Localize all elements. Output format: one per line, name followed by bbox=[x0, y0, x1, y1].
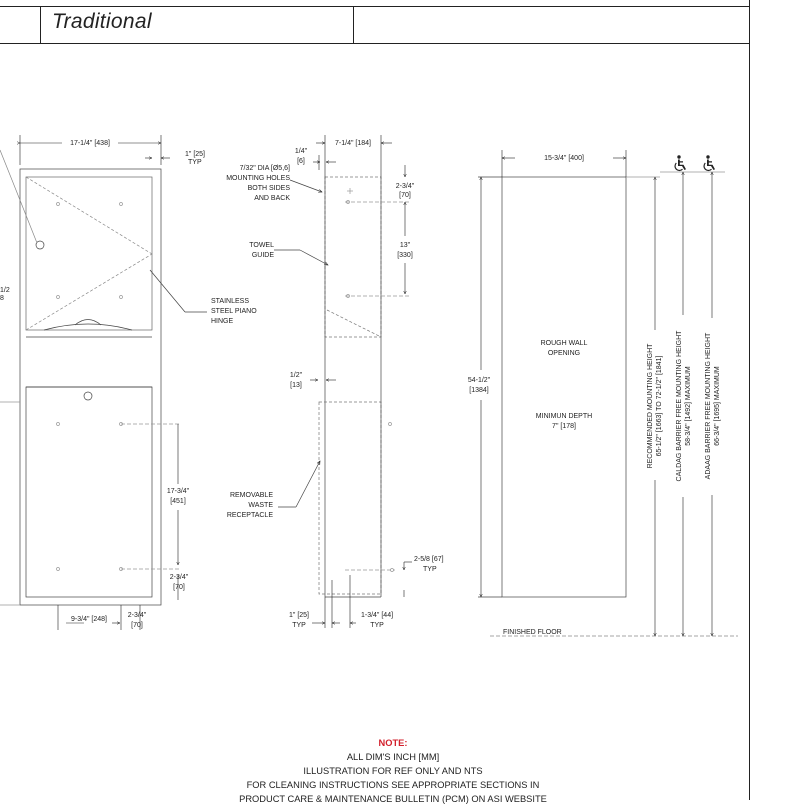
note-heading: NOTE: bbox=[378, 738, 408, 748]
lock-icon bbox=[35, 240, 45, 250]
title-block bbox=[0, 6, 750, 44]
note-line: PRODUCT CARE & MAINTENANCE BULLETIN (PCM… bbox=[239, 794, 547, 804]
drawing-title: Traditional bbox=[52, 10, 152, 33]
hinge-label-2: STEEL PIANO bbox=[211, 308, 257, 315]
waste-door-panel bbox=[25, 386, 153, 598]
wall-height-dim-mm: [1384] bbox=[469, 387, 489, 394]
side-bottom-dim-typ: TYP bbox=[423, 566, 437, 573]
side-foot-spacing-dim-typ: TYP bbox=[370, 622, 384, 629]
wall-opening-view bbox=[478, 171, 738, 637]
front-width-dim: 17-1/4" [438] bbox=[70, 140, 110, 147]
side-waste-receptacle bbox=[318, 401, 382, 595]
towel-door-panel bbox=[25, 176, 153, 331]
side-bottom-dim: 2-5/8 [67] bbox=[414, 556, 444, 563]
adaag-height-label-1: ADAAG BARRIER FREE MOUNTING HEIGHT bbox=[705, 332, 712, 479]
towel-guide-label-2: GUIDE bbox=[252, 252, 275, 259]
side-half-dim: 1/2" bbox=[290, 372, 303, 379]
recommended-height-label-2: 65-1/2" [1663] TO 72-1/2" [1841] bbox=[656, 356, 663, 457]
side-top-dim-mm: [70] bbox=[399, 192, 411, 199]
sheet-right-border bbox=[749, 0, 750, 800]
note-line: ILLUSTRATION FOR REF ONLY AND NTS bbox=[303, 766, 483, 776]
note-line: ALL DIM'S INCH [MM] bbox=[346, 752, 440, 762]
front-view bbox=[0, 149, 207, 606]
towel-diagonal-2 bbox=[25, 253, 153, 331]
wheelchair-icon bbox=[703, 155, 715, 172]
wheelchair-icon bbox=[674, 155, 686, 172]
front-hole-spacing-dim: 9-3/4" [248] bbox=[71, 616, 107, 623]
front-typ-dim: 1" [25] bbox=[185, 151, 205, 158]
holes-label-2: MOUNTING HOLES bbox=[226, 175, 290, 182]
front-partial-dim-2: 8 bbox=[0, 295, 4, 302]
caldag-height-label-2: 58-3/4" [1492] MAXIMUM bbox=[685, 366, 692, 446]
side-foot-dim: 1" [25] bbox=[289, 612, 309, 619]
holes-label-3: BOTH SIDES bbox=[248, 185, 291, 192]
waste-label-3: RECEPTACLE bbox=[227, 512, 273, 519]
title-block-divider-2 bbox=[353, 6, 354, 43]
wall-height-dim: 54-1/2" bbox=[468, 377, 491, 384]
front-mounting-holes bbox=[56, 202, 123, 571]
rough-opening-label-1: ROUGH WALL bbox=[541, 340, 588, 347]
wall-width-dim: 15-3/4" [400] bbox=[544, 155, 584, 162]
side-foot-spacing-dim: 1-3/4" [44] bbox=[361, 612, 393, 619]
waste-label-1: REMOVABLE bbox=[230, 492, 273, 499]
towel-diagonal-1 bbox=[25, 176, 153, 255]
front-hole-edge-dim: 2-3/4" bbox=[128, 612, 147, 619]
front-typ-dim-suffix: TYP bbox=[188, 159, 202, 166]
title-block-divider-1 bbox=[40, 6, 41, 43]
drawing-notes: NOTE: ALL DIM'S INCH [MM] ILLUSTRATION F… bbox=[0, 736, 786, 806]
rough-opening-label-2: OPENING bbox=[548, 350, 580, 357]
side-depth-dim: 7-1/4" [184] bbox=[335, 140, 371, 147]
front-outer-frame bbox=[19, 168, 162, 606]
waste-label-2: WASTE bbox=[248, 502, 273, 509]
min-depth-label-2: 7" [178] bbox=[552, 423, 576, 430]
side-quarter-dim-mm: [6] bbox=[297, 158, 305, 165]
side-view bbox=[274, 176, 410, 598]
towel-slot-lip bbox=[74, 319, 102, 326]
hinge-label-3: HINGE bbox=[211, 318, 234, 325]
side-view-labels: 7-1/4" [184] 1/4" [6] 7/32" DIA [Ø5,6] M… bbox=[226, 140, 443, 629]
front-bottom-dim-mm: [70] bbox=[173, 584, 185, 591]
lock-icon bbox=[83, 391, 93, 401]
min-depth-label-1: MINIMUN DEPTH bbox=[536, 413, 592, 420]
side-mounting-holes bbox=[345, 200, 410, 572]
side-top-dim: 2-3/4" bbox=[396, 183, 415, 190]
side-quarter-dim: 1/4" bbox=[295, 148, 308, 155]
finished-floor-label: FINISHED FLOOR bbox=[503, 629, 562, 636]
holes-label-1: 7/32" DIA [Ø5,6] bbox=[240, 165, 290, 172]
caldag-height-label-1: CALDAG BARRIER FREE MOUNTING HEIGHT bbox=[676, 330, 683, 482]
front-partial-dim-1: 1/2 bbox=[0, 287, 10, 294]
front-height-dim-mm: [451] bbox=[170, 498, 186, 505]
front-view-labels: 17-1/4" [438] 1" [25] TYP 1/2 8 STAINLES… bbox=[0, 140, 257, 629]
side-foot-dim-typ: TYP bbox=[292, 622, 306, 629]
rough-wall-opening bbox=[501, 176, 627, 598]
hinge-label-1: STAINLESS bbox=[211, 298, 249, 305]
note-line: FOR CLEANING INSTRUCTIONS SEE APPROPRIAT… bbox=[246, 780, 540, 790]
front-hole-edge-dim-mm: [70] bbox=[131, 622, 143, 629]
wall-view-labels: 15-3/4" [400] 54-1/2" [1384] ROUGH WALL … bbox=[468, 155, 721, 636]
front-height-dim: 17-3/4" bbox=[167, 488, 190, 495]
towel-guide-label-1: TOWEL bbox=[249, 242, 274, 249]
recommended-height-label-1: RECOMMENDED MOUNTING HEIGHT bbox=[647, 343, 654, 469]
side-half-dim-mm: [13] bbox=[290, 382, 302, 389]
front-bottom-dim: 2-3/4" bbox=[170, 574, 189, 581]
holes-label-4: AND BACK bbox=[254, 195, 290, 202]
adaag-height-label-2: 66-3/4" [1695] MAXIMUM bbox=[714, 366, 721, 446]
towel-dispensing-slot bbox=[43, 323, 133, 331]
side-hole-spacing-dim: 13" bbox=[400, 242, 411, 249]
side-hole-spacing-dim-mm: [330] bbox=[397, 252, 413, 259]
